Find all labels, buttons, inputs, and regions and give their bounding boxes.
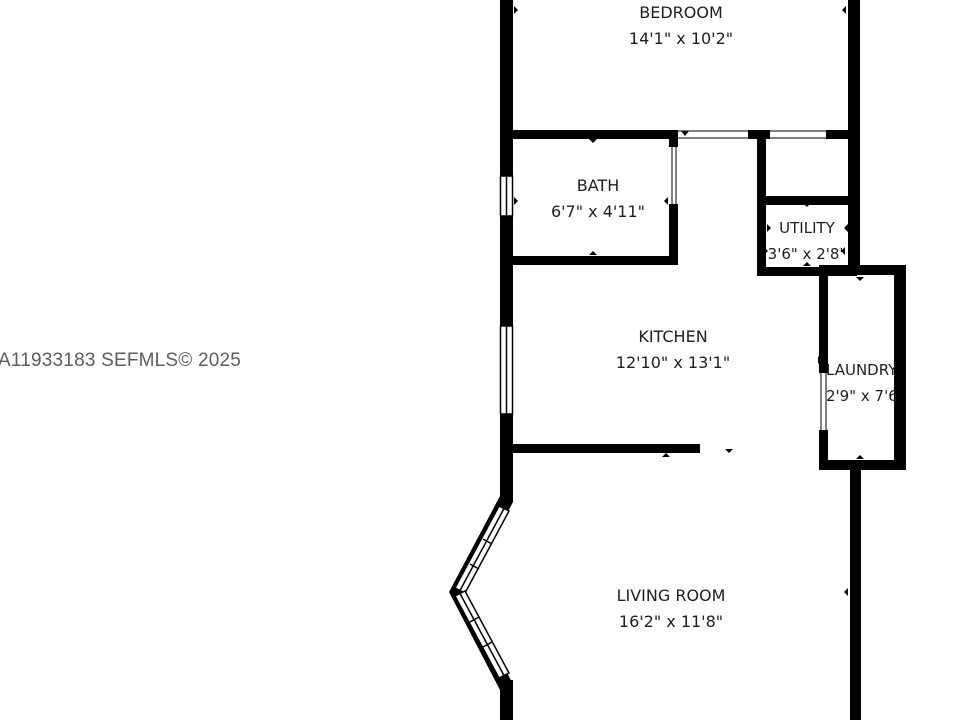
wall-bath-right xyxy=(669,204,678,265)
room-dims: 2'9" x 7'6" xyxy=(826,387,896,405)
room-dims: 12'10" x 13'1" xyxy=(615,353,731,372)
room-dims: 14'1" x 10'2" xyxy=(628,29,734,48)
room-label-bath: BATH 6'7" x 4'11" xyxy=(551,173,645,225)
wall-bedroom-bottom-left xyxy=(500,130,678,139)
wall-bath-bottom xyxy=(500,256,678,265)
room-name: BEDROOM xyxy=(639,3,723,22)
room-name: BATH xyxy=(576,176,620,195)
dimension-ticks xyxy=(514,6,864,596)
room-dims: 16'2" x 11'8" xyxy=(618,612,724,631)
room-label-living: LIVING ROOM 16'2" x 11'8" xyxy=(617,583,726,635)
room-name: LAUNDRY xyxy=(826,361,896,379)
wall-left-lower xyxy=(500,680,513,720)
wall-laundry-left-lower xyxy=(819,430,828,470)
openings xyxy=(671,130,827,430)
wall-left-upper xyxy=(500,0,513,502)
wall-bedroom-bottom-right xyxy=(826,130,858,139)
wall-right-lower xyxy=(850,466,861,720)
wall-kitchen-divider xyxy=(500,444,700,453)
room-label-utility: UTILITY 3'6" x 2'8" xyxy=(768,215,847,267)
wall-laundry-bottom xyxy=(819,460,906,470)
wall-laundry-top xyxy=(819,265,906,275)
room-dims: 3'6" x 2'8" xyxy=(767,245,847,263)
mls-watermark: A11933183 SEFMLS© 2025 xyxy=(0,350,242,371)
wall-laundry-left-upper xyxy=(819,265,828,373)
wall-bath-right-stub xyxy=(669,139,678,147)
room-name: UTILITY xyxy=(779,219,835,237)
room-label-laundry: LAUNDRY 2'9" x 7'6" xyxy=(826,357,896,409)
wall-utility-top xyxy=(757,196,857,205)
room-label-bedroom: BEDROOM 14'1" x 10'2" xyxy=(629,0,733,52)
wall-utility-bottom xyxy=(757,267,857,276)
room-name: KITCHEN xyxy=(638,327,708,346)
windows xyxy=(453,175,514,679)
room-label-kitchen: KITCHEN 12'10" x 13'1" xyxy=(616,324,730,376)
wall-laundry-right xyxy=(894,265,906,470)
room-dims: 6'7" x 4'11" xyxy=(550,202,646,221)
room-name: LIVING ROOM xyxy=(616,586,726,605)
